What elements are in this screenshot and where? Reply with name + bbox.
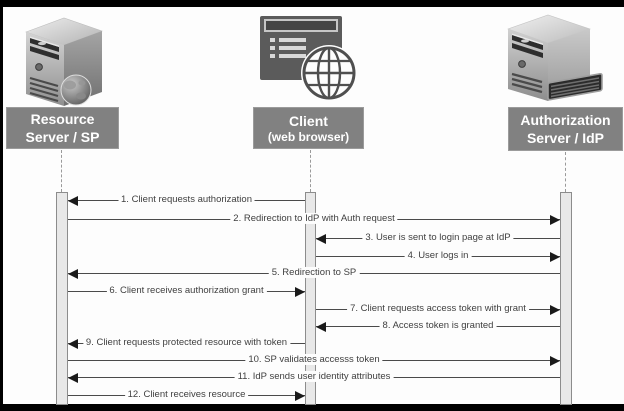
actor-label-authorization-server-idp: Authorization Server / IdP (508, 107, 623, 151)
message-label: 2. Redirection to IdP with Auth request (230, 212, 398, 224)
message-label: 11. IdP sends user identity attributes (234, 370, 394, 382)
actor-title: Client (289, 112, 328, 129)
actor-title: Authorization (520, 112, 611, 128)
drive-tray-icon (547, 72, 603, 101)
message-label: 5. Redirection to SP (268, 266, 360, 278)
message-label: 8. Access token is granted (379, 319, 497, 331)
arrowhead-icon (68, 196, 78, 206)
message-label: 9. Client requests protected resource wi… (82, 336, 291, 348)
browser-globe-icon (260, 16, 357, 101)
arrowhead-icon (550, 305, 560, 315)
actor-subtitle: (web browser) (267, 129, 350, 144)
actor-subtitle: Server / SP (25, 129, 100, 145)
frame-top (0, 0, 624, 7)
server-tower-globe-icon (25, 17, 103, 106)
message-label: 7. Client requests access token with gra… (347, 302, 529, 314)
arrowhead-icon (316, 322, 326, 332)
arrowhead-icon (550, 356, 560, 366)
message-label: 10. SP validates accesss token (245, 353, 383, 365)
arrowhead-icon (295, 287, 305, 297)
lifeline-resource (61, 150, 62, 192)
globe-wireframe-icon (301, 45, 357, 101)
lifeline-idp (565, 152, 566, 192)
message-label: 3. User is sent to login page at IdP (362, 231, 514, 243)
arrowhead-icon (295, 391, 305, 401)
message-label: 4. User logs in (404, 249, 472, 261)
lifeline-client (310, 150, 311, 192)
frame-left (0, 0, 3, 411)
globe-icon (60, 74, 92, 106)
actor-label-resource-server-sp: Resource Server / SP (6, 107, 119, 149)
arrowhead-icon (550, 252, 560, 262)
actor-title: Resource (30, 111, 95, 127)
arrowhead-icon (316, 234, 326, 244)
arrowhead-icon (68, 373, 78, 383)
frame-bottom (0, 404, 624, 411)
message-label: 12. Client receives resource (124, 388, 249, 400)
arrowhead-icon (68, 269, 78, 279)
arrowhead-icon (68, 339, 78, 349)
server-tower-drive-icon (507, 14, 603, 101)
message-label: 6. Client receives authorization grant (106, 284, 267, 296)
actor-label-client: Client (web browser) (253, 107, 364, 149)
actor-subtitle: Server / IdP (526, 130, 605, 146)
message-label: 1. Client requests authorization (118, 193, 255, 205)
activation-bar-client (305, 192, 316, 405)
activation-bar-idp (560, 192, 572, 405)
arrowhead-icon (550, 215, 560, 225)
activation-bar-resource (56, 192, 68, 405)
